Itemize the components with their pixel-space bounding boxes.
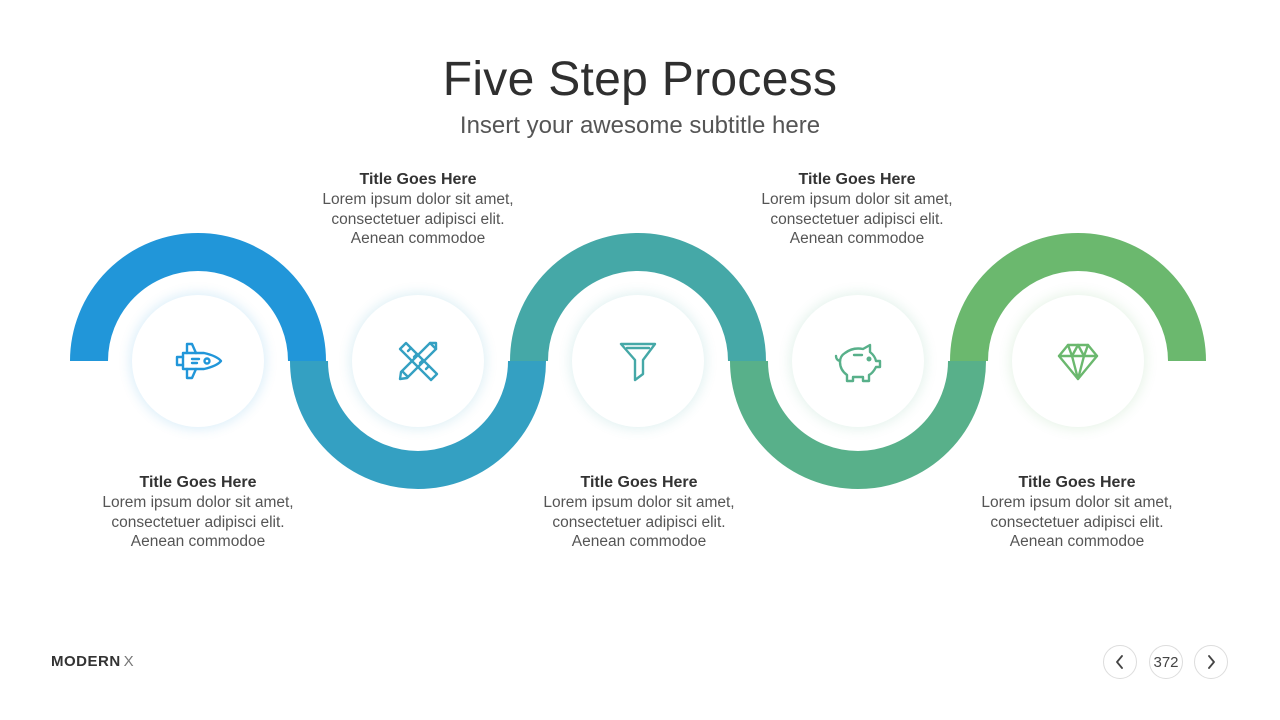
step-4-circle [792, 295, 924, 427]
wave-segment-4 [730, 360, 986, 489]
piggy-bank-icon [834, 343, 882, 383]
wave-segment-5 [950, 233, 1206, 362]
brand-name: MODERN [51, 653, 121, 670]
step-4-title: Title Goes Here [798, 171, 916, 188]
chevron-right-icon [1208, 655, 1215, 669]
step-5-circle [1012, 295, 1144, 427]
step-3-circle [572, 295, 704, 427]
step-3-title: Title Goes Here [580, 474, 698, 491]
wave-segment-3 [510, 233, 766, 362]
step-5-text: Title Goes Here Lorem ipsum dolor sit am… [957, 473, 1197, 552]
step-5-body: Lorem ipsum dolor sit amet, consectetuer… [981, 494, 1173, 550]
next-slide-button[interactable] [1194, 645, 1228, 679]
page-title: Five Step Process [442, 53, 838, 106]
wave-segment-2 [290, 360, 546, 489]
step-2-circle [352, 295, 484, 427]
step-4-text: Title Goes Here Lorem ipsum dolor sit am… [737, 170, 977, 249]
brand-suffix: X [123, 653, 135, 670]
step-5-title: Title Goes Here [1018, 474, 1136, 491]
step-2-body: Lorem ipsum dolor sit amet, consectetuer… [322, 191, 514, 247]
step-2-text: Title Goes Here Lorem ipsum dolor sit am… [298, 170, 538, 249]
chevron-left-icon [1116, 655, 1123, 669]
step-3-text: Title Goes Here Lorem ipsum dolor sit am… [519, 473, 759, 552]
page-subtitle: Insert your awesome subtitle here [459, 112, 821, 139]
pencil-ruler-icon [398, 341, 439, 382]
step-3-body: Lorem ipsum dolor sit amet, consectetuer… [543, 494, 735, 550]
page-number: 372 [1149, 645, 1183, 679]
step-2-title: Title Goes Here [359, 171, 477, 188]
step-1-circle [132, 295, 264, 427]
step-1-body: Lorem ipsum dolor sit amet, consectetuer… [102, 494, 294, 550]
step-1-text: Title Goes Here Lorem ipsum dolor sit am… [78, 473, 318, 552]
funnel-icon [619, 342, 657, 382]
prev-slide-button[interactable] [1103, 645, 1137, 679]
wave-segment-1 [70, 233, 326, 362]
rocket-icon [175, 342, 223, 380]
step-1-title: Title Goes Here [139, 474, 257, 491]
diamond-icon [1057, 343, 1099, 381]
step-4-body: Lorem ipsum dolor sit amet, consectetuer… [761, 191, 953, 247]
